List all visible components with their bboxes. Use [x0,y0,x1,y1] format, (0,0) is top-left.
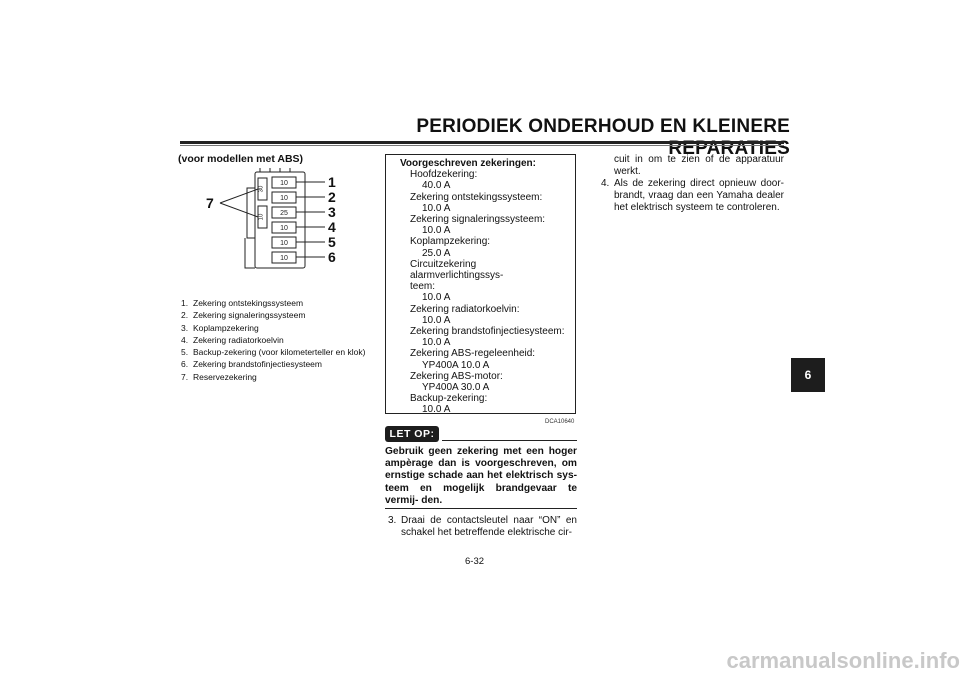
callout-1: 1 [328,174,336,190]
spare-label-1: 30 [259,185,265,192]
fuse-spec-value: 10.0 A [422,202,451,214]
fuse-label-3: 25 [280,210,288,217]
fuse-label-2: 10 [280,195,288,202]
caption-item: 2.Zekering signaleringssysteem [181,310,306,321]
page-number: 6-32 [465,556,485,567]
step-3-continued: cuit in om te zien of de apparatuur werk… [614,154,784,177]
spare-label-2: 10 [259,213,265,220]
callout-2: 2 [328,189,336,205]
caption-item: 5.Backup-zekering (voor kilometerteller … [181,347,366,358]
step-number: 3. [388,515,397,526]
callout-6: 6 [328,249,336,265]
caption-item: 3.Koplampzekering [181,322,259,333]
fuse-spec-value: 10.0 A [422,314,451,326]
fuse-spec-value: 10.0 A [422,292,451,304]
fuse-spec-label: Zekering brandstofinjectiesysteem: [410,326,565,338]
fuse-label-5: 10 [280,240,288,247]
fuse-spec-label: Zekering signaleringssysteem: [410,214,546,226]
step-text: Draai de contactsleutel naar “ON” en sch… [401,515,577,538]
caution-code: DCA10640 [545,419,575,425]
caption-item: 6.Zekering brandstofinjectiesysteem [181,359,322,370]
fuse-spec-label: Hoofdzekering: [410,169,478,181]
fuse-spec-label: Circuitzekering alarmverlichtingssys- [410,258,504,282]
caption-item: 1.Zekering ontstekingssysteem [181,298,304,308]
title-rule [180,141,784,144]
fuse-spec-label: Zekering ontstekingssysteem: [410,191,543,203]
step-3: 3. Draai de contactsleutel naar “ON” en s… [385,515,577,539]
fuse-spec-label: Koplampzekering: [410,236,491,248]
step-text: Als de zekering direct opnieuw door- bra… [614,178,784,213]
callout-4: 4 [328,219,336,235]
fuse-spec-heading: Voorgeschreven zekeringen: [400,158,536,169]
fuse-label-4: 10 [280,225,288,232]
fuse-spec-label: Zekering radiatorkoelvin: [410,303,520,315]
fuse-spec-label-cont: teem: [410,281,436,293]
fuse-spec-value: 10.0 A [422,404,451,416]
fuse-spec-value: YP400A 10.0 A [422,359,490,371]
fuse-spec-value: 10.0 A [422,337,451,349]
title-rule-thin [180,145,784,146]
callout-5: 5 [328,234,336,250]
chapter-tab: 6 [791,358,825,392]
fuse-box-diagram: 10 10 25 10 10 10 30 10 1 2 3 4 5 6 7 [206,168,336,269]
fuse-spec-value: YP400A 30.0 A [422,382,490,394]
fuse-spec-value: 40.0 A [422,180,451,192]
callout-7: 7 [206,195,214,211]
fuse-spec-value: 25.0 A [422,247,451,259]
caption-item: 4.Zekering radiatorkoelvin [181,334,284,345]
caution-rule [442,440,577,441]
fuse-label-6: 10 [280,255,288,262]
caption-item: 7.Reservezekering [181,371,257,382]
fuse-spec-label: Zekering ABS-regeleenheid: [410,348,536,360]
callout-3: 3 [328,204,336,220]
fuse-spec-box: Voorgeschreven zekeringen: Hoofdzekering… [385,154,576,416]
caution-end-rule [385,508,577,509]
step-4: 4. Als de zekering direct opnieuw door- b… [598,178,784,214]
fuse-spec-label: Backup-zekering: [410,393,488,405]
watermark: carmanualsonline.info [726,648,960,673]
fuse-spec-value: 10.0 A [422,225,451,237]
fuse-label-1: 10 [280,180,288,187]
fuse-spec-label: Zekering ABS-motor: [410,370,503,382]
step-number: 4. [601,178,610,189]
caution-text: Gebruik geen zekering met een hoger ampè… [385,446,577,506]
caution-badge: LET OP: [385,426,439,442]
figure-captions: 1.Zekering ontstekingssysteem 2.Zekering… [181,297,381,383]
right-column: cuit in om te zien of de apparatuur werk… [598,154,784,214]
section-subtitle: (voor modellen met ABS) [178,153,304,165]
